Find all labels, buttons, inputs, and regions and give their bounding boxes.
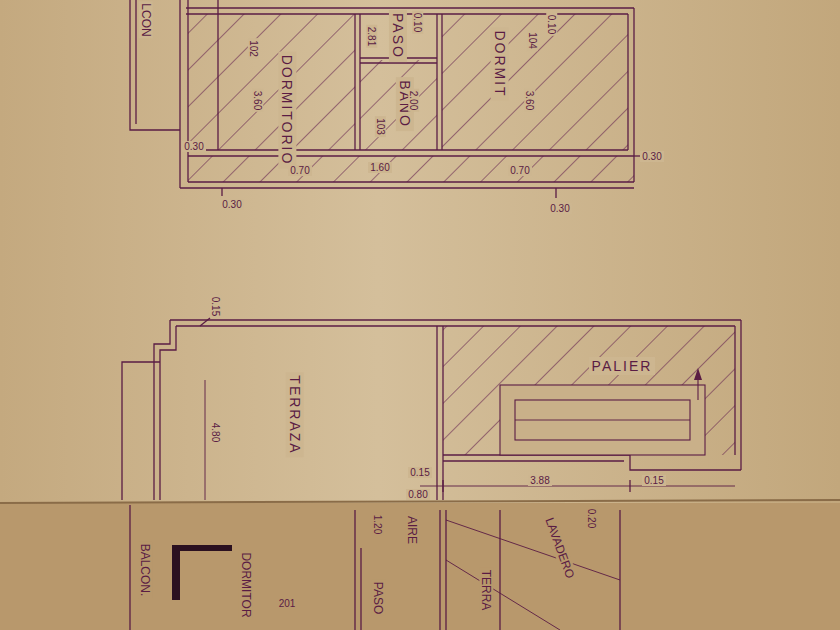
dimension: 0.15 [408,467,431,478]
dimension: 201 [277,598,298,609]
dimension: 0.20 [587,506,598,529]
plan-label: TERRA [479,568,493,613]
plan-label: LCON [139,1,153,38]
plan-label: AIRE [405,514,419,546]
dimension: 103 [375,116,386,137]
dimension: 0.10 [547,12,558,35]
dimension: 0.80 [406,489,429,500]
paper [0,0,840,503]
plan-label: DORMITOR [239,550,253,619]
dimension: 3.88 [528,475,551,486]
room-name: PALIER [589,357,656,375]
dimension: 0.70 [288,165,311,176]
dimension: 0.30 [640,151,663,162]
dimension: 1.20 [373,512,384,535]
plan-label: LAVADERO [542,514,578,582]
plan-label: BALCON. [138,542,152,599]
room-label: TERRAZA [287,375,303,454]
dimension: 1.60 [368,162,391,173]
room-name: PASO [389,10,407,62]
room-name: DORMIT [491,27,509,100]
dimension: 104 [527,30,538,51]
dimension: 3.60 [253,88,264,111]
fold-line [0,500,840,503]
room-name: DORMITORIO [278,52,296,169]
paper-fold [0,503,840,630]
room-label: DORMITORIO [279,55,295,166]
dimension: 0.30 [548,203,571,214]
dimension: 0.10 [413,10,424,33]
dimension: 0.70 [508,165,531,176]
dimension: 3.60 [525,88,536,111]
dimension: 102 [248,38,259,59]
dimension: 0.30 [220,199,243,210]
room-label: PALIER [592,358,653,374]
room-name: TERRAZA [286,372,304,457]
dimension: 0.15 [642,475,665,486]
walls [122,0,741,630]
room-label: PASO [390,13,406,59]
plan-label: PASO [371,580,385,616]
dimension: 4.80 [211,420,222,443]
dimension: 0.15 [211,294,222,317]
dimension: 2.81 [367,24,378,47]
dimension: 2.00 [409,88,420,111]
room-label: DORMIT [492,30,508,97]
dimension: 0.30 [182,141,205,152]
